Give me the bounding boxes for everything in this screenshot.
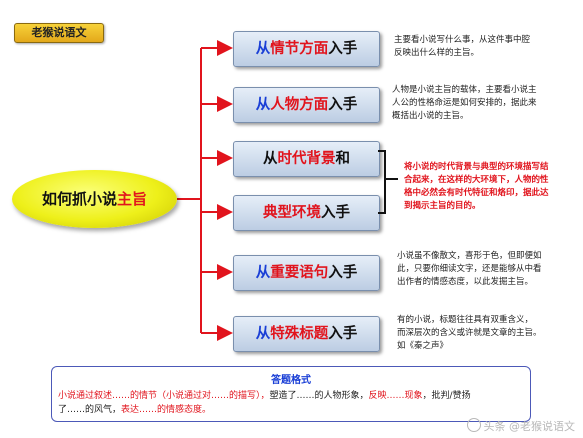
note-character: 人物是小说主旨的载体，主要看小说主 人公的性格命运是如何安排的，据此来 概括出小… [392,84,537,123]
note-plot: 主要看小说写什么事，从这件事中腔 反映出什么样的主旨。 [394,34,530,60]
answer-format-title: 答题格式 [271,375,311,386]
note-background: 将小说的时代背景与典型的环境描写结 合起来，在这样的大环境下，人物的性 格中必然… [404,161,549,213]
node-background-suffix: 和 [335,151,351,167]
toutiao-icon [466,418,481,432]
answer-line-2: 了……的风气，表达……的情感态度。 [58,403,524,417]
answer-format-text: 小说通过叙述……的情节（小说通过对……的描写），塑造了……的人物形象，反映……现… [58,389,524,417]
answer-line-1: 小说通过叙述……的情节（小说通过对……的描写），塑造了……的人物形象，反映……现… [58,389,524,403]
note-background-line: 格中必然会有时代特征和烙印，据此达 [404,188,549,198]
node-background-prefix: 从 [263,151,278,167]
central-topic-text: 如何抓小说 [41,190,117,208]
node-sentence-prefix: 从 [255,265,271,281]
note-title-line: 有的小说，标题往往具有双重含义， [397,315,534,325]
bracket [378,150,386,214]
node-character-keyword: 人物方面 [270,97,329,113]
node-character-prefix: 从 [255,97,271,113]
answer-segment: 小说通过叙述……的情节（小说通过对……的描写）， [58,391,270,401]
note-background-line: 合起来，在这样的大环境下，人物的性 [404,175,549,185]
node-environment: 典型环境入手 [233,195,380,231]
author-tag: 老猴说语文 [14,23,104,43]
node-background-keyword: 时代背景 [277,151,336,167]
note-plot-line: 反映出什么样的主旨。 [394,48,480,58]
node-plot-keyword: 情节方面 [270,41,329,57]
node-environment-keyword: 典型环境 [263,205,321,221]
watermark: 头条 @老猴说语文 [466,418,576,434]
answer-segment: 反映……现象 [368,391,423,401]
answer-segment: 了……的风气， [58,405,122,415]
node-title: 从特殊标题入手 [233,316,380,352]
node-background: 从时代背景和 [233,141,380,177]
central-topic-highlight: 主旨 [117,190,148,208]
node-sentence: 从重要语句入手 [233,255,380,291]
note-character-line: 人物是小说主旨的载体，主要看小说主 [392,85,537,95]
watermark-text: 头条 @老猴说语文 [483,420,576,433]
answer-segment: ，批判/赞扬 [422,391,471,401]
node-character: 从人物方面入手 [233,87,380,123]
node-character-suffix: 入手 [328,97,358,113]
note-sentence-line: 出作者的情感态度，以此发掘主旨。 [397,277,534,287]
node-plot-prefix: 从 [255,41,271,57]
note-plot-line: 主要看小说写什么事，从这件事中腔 [394,35,531,45]
answer-segment: 表达……的情感态度。 [121,405,212,415]
node-sentence-keyword: 重要语句 [270,265,329,281]
answer-format-box: 答题格式 小说通过叙述……的情节（小说通过对……的描写），塑造了……的人物形象，… [51,366,531,422]
node-title-prefix: 从 [255,326,271,342]
node-title-suffix: 入手 [328,326,358,342]
note-title: 有的小说，标题往往具有双重含义， 而深层次的含义或许就是文章的主旨。 如《秦之声… [397,314,542,353]
note-background-line: 到揭示主旨的目的。 [404,201,481,211]
note-character-line: 人公的性格命运是如何安排的，据此来 [392,98,537,108]
note-title-line: 而深层次的含义或许就是文章的主旨。 [397,328,542,338]
central-topic: 如何抓小说主旨 [12,170,177,228]
node-title-keyword: 特殊标题 [270,326,329,342]
node-plot: 从情节方面入手 [233,31,380,67]
note-character-line: 概括出小说的主旨。 [392,111,469,121]
note-title-line: 如《秦之声》 [397,341,449,351]
note-sentence: 小说虽不像散文，喜形于色，但即便如 此，只要你细读文字，还是能够从中看 出作者的… [397,250,542,289]
note-background-line: 将小说的时代背景与典型的环境描写结 [404,162,549,172]
bracket-tip [384,178,398,180]
answer-segment: 塑造了……的人物形象， [269,391,369,401]
node-plot-suffix: 入手 [328,41,358,57]
node-sentence-suffix: 入手 [328,265,358,281]
note-sentence-line: 小说虽不像散文，喜形于色，但即便如 [397,251,542,261]
node-environment-suffix: 入手 [321,205,350,221]
note-sentence-line: 此，只要你细读文字，还是能够从中看 [397,264,542,274]
